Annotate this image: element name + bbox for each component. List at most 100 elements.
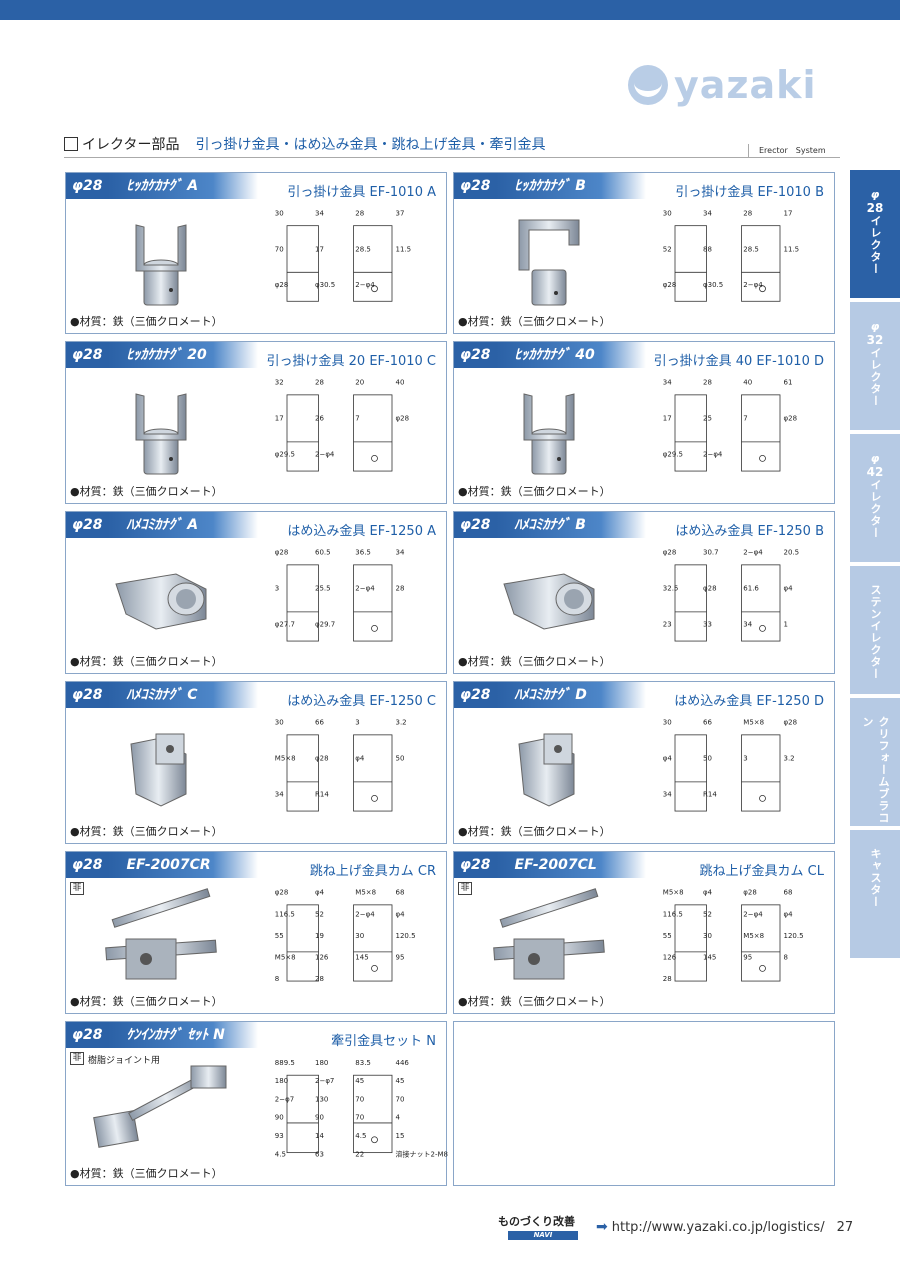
dimension-label: 20 [355,379,364,387]
diameter-tag: φ28 [66,1022,109,1048]
dimension-label: 45 [355,1077,364,1085]
dimension-label: 63 [315,1150,324,1158]
dimension-label: φ30.5 [703,281,723,289]
dimension-label: M5×8 [275,954,296,962]
dimension-label: φ29.5 [663,451,683,459]
side-tab[interactable]: クリフォームブラコン [850,698,900,826]
dimension-label: 83.5 [355,1059,371,1067]
page-number: 27 [836,1219,854,1235]
dimension-label: 28 [396,585,405,593]
part-title: はめ込み金具 EF-1250 A [287,524,436,539]
diameter-tag: φ28 [454,173,497,199]
diameter-tag: φ28 [454,682,497,708]
footer-url[interactable]: http://www.yazaki.co.jp/logistics/ [611,1219,825,1235]
empty-card [453,1021,835,1186]
product-photo [86,714,236,828]
dimension-label: 30 [275,210,284,218]
dimension-label: 1 [784,621,788,629]
dimension-label: 28 [355,210,364,218]
dimension-label: 23 [663,621,672,629]
dimension-label: 446 [396,1059,410,1067]
dimension-label: 40 [743,379,752,387]
part-kana-name: ﾋｯｶｹｶﾅｸﾞ B [496,173,647,199]
side-tab[interactable]: ステンイレクター [850,566,900,694]
product-photo [474,884,624,998]
diameter-tag: φ28 [454,512,497,538]
dimension-label: 32.5 [663,585,679,593]
dimension-label: M5×8 [663,889,684,897]
part-title: 跳ね上げ金具カム CR [309,864,436,879]
part-kana-name: EF-2007CL [496,852,647,878]
dimension-label: 2−φ4 [703,451,723,459]
yazaki-logo: yazaki [628,62,838,108]
non-standard-badge: 非 [70,882,84,895]
dimension-label: 25.5 [315,585,331,593]
material-note: ●材質：鉄（三価クロメート） [458,485,611,498]
product-photo-icon [518,733,575,807]
dimension-label: 8 [275,975,279,983]
side-tab[interactable]: キャスター [850,830,900,958]
dimension-label: 7 [355,415,359,423]
dimension-label: φ4 [703,889,713,897]
dimension-label: 126 [663,954,677,962]
dimension-label: 55 [663,932,672,940]
dimension-label: 55 [275,932,284,940]
dimension-label: 30 [663,210,672,218]
product-photo-icon [115,573,207,630]
product-photo-icon [105,888,217,980]
product-photo-icon [523,393,575,475]
top-bar [0,0,900,20]
product-photo [86,884,236,998]
dimension-label: 22 [355,1150,364,1158]
heading-square-icon [64,137,78,151]
dimension-label: 95 [396,954,405,962]
monozukuri-navi-logo: ものづくり改善 NAVI [498,1213,592,1241]
dimension-label: 34 [315,210,324,218]
dimension-label: 33 [703,621,712,629]
dimension-label: 30 [355,932,364,940]
diameter-tag: φ28 [66,852,109,878]
part-title: 引っ掛け金具 40 EF-1010 D [653,354,824,369]
non-standard-badge: 非 [458,882,472,895]
dimension-label: 7 [743,415,747,423]
diameter-tag: φ28 [66,342,109,368]
dimension-label: 3 [355,719,359,727]
side-tab-label: クリフォームブラコン [861,716,890,824]
part-kana-name: ﾋｯｶｹｶﾅｸﾞ 40 [496,342,647,368]
dimension-label: 4.5 [275,1150,286,1158]
dimension-label: 68 [784,889,793,897]
dimension-label: 88 [703,245,712,253]
arrow-right-icon: ➡ [596,1219,608,1235]
dimension-label: 61 [784,379,793,387]
diameter-tag: φ28 [454,852,497,878]
dimension-label: 40 [396,379,405,387]
dimension-label: 37 [396,210,405,218]
dimension-label: φ27.7 [275,621,295,629]
dimension-label: φ28 [275,281,289,289]
dimension-label: 34 [703,210,712,218]
page-subtitle: 引っ掛け金具・はめ込み金具・跳ね上げ金具・牽引金具 [195,137,546,153]
dimension-label: 28 [743,210,752,218]
part-kana-name: ｹﾝｲﾝｶﾅｸﾞ ｾｯﾄ N [108,1022,259,1048]
dimension-label: φ28 [663,549,677,557]
material-note: ●材質：鉄（三価クロメート） [70,485,223,498]
part-title: 引っ掛け金具 20 EF-1010 C [266,354,436,369]
